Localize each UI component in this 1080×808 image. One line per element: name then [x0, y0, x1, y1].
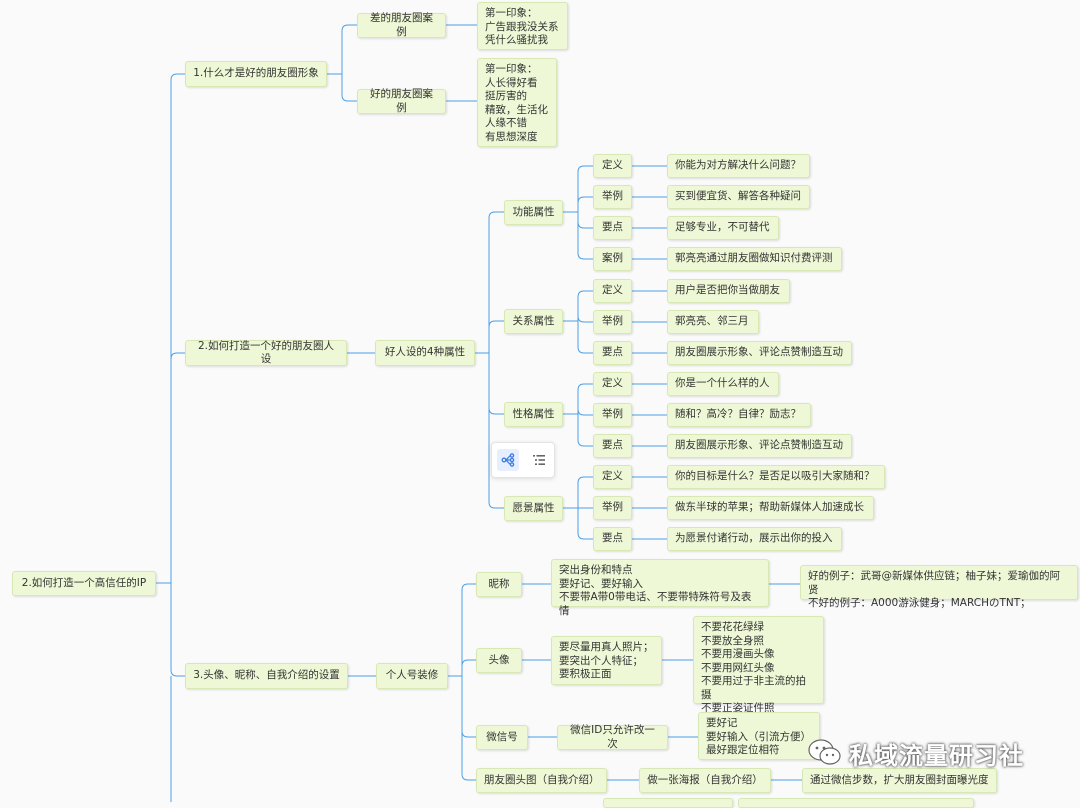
wechat-id-node[interactable]: 微信号 — [476, 725, 528, 750]
avatar-donts[interactable]: 不要花花绿绿 不要放全身照 不要用漫画头像 不要用网红头像 不要用过于非主流的拍… — [693, 616, 824, 714]
rel-example-key[interactable]: 举例 — [593, 310, 632, 334]
wechat-icon — [808, 739, 841, 765]
cover-node[interactable]: 朋友圈头图（自我介绍） — [476, 768, 607, 793]
bad-case-node[interactable]: 差的朋友圈案例 — [357, 12, 446, 38]
func-example-value[interactable]: 买到便宜货、解答各种疑问 — [667, 185, 810, 209]
sec2-node[interactable]: 2.如何打造一个好的朋友圈人设 — [185, 340, 347, 366]
vis-attr-node[interactable]: 愿景属性 — [504, 496, 563, 521]
func-def-value[interactable]: 你能为对方解决什么问题？ — [667, 154, 810, 178]
nickname-detail[interactable]: 突出身份和特点 要好记、要好输入 不要带A带0带电话、不要带特殊符号及表情 — [551, 559, 769, 617]
bad-case-detail[interactable]: 第一印象： 广告跟我没关系 凭什么骚扰我 — [477, 2, 568, 50]
nickname-node[interactable]: 昵称 — [476, 572, 522, 597]
outline-icon[interactable] — [528, 449, 550, 471]
vis-example-value[interactable]: 做东半球的苹果；帮助新媒体人加速成长 — [667, 496, 874, 520]
offscreen-node — [603, 798, 733, 808]
wechat-id-detail[interactable]: 微信ID只允许改一次 — [557, 724, 668, 750]
sec1-node[interactable]: 1.什么才是好的朋友圈形象 — [185, 61, 327, 87]
profile-group-node[interactable]: 个人号装修 — [376, 663, 448, 689]
vis-def-value[interactable]: 你的目标是什么？是否足以吸引大家随和？ — [667, 465, 885, 489]
func-point-value[interactable]: 足够专业，不可替代 — [667, 216, 779, 240]
per-def-value[interactable]: 你是一个什么样的人 — [667, 372, 779, 396]
avatar-node[interactable]: 头像 — [476, 648, 522, 673]
mindmap-icon[interactable] — [496, 449, 519, 471]
rel-def-key[interactable]: 定义 — [593, 279, 632, 303]
cover-tips[interactable]: 通过微信步数，扩大朋友圈封面曝光度 — [802, 768, 997, 793]
nickname-examples[interactable]: 好的例子：武哥@新媒体供应链；柚子妹；爱瑜伽的阿贤 不好的例子：A000游泳健身… — [800, 565, 1078, 609]
vis-example-key[interactable]: 举例 — [593, 496, 632, 520]
rel-attr-node[interactable]: 关系属性 — [504, 309, 563, 334]
attr-group-node[interactable]: 好人设的4种属性 — [375, 340, 475, 366]
rel-point-key[interactable]: 要点 — [593, 341, 632, 365]
per-def-key[interactable]: 定义 — [593, 372, 632, 396]
vis-def-key[interactable]: 定义 — [593, 465, 632, 489]
per-point-key[interactable]: 要点 — [593, 434, 632, 458]
view-toolbar — [491, 442, 555, 478]
offscreen-node — [738, 798, 974, 808]
func-attr-node[interactable]: 功能属性 — [504, 200, 563, 225]
func-point-key[interactable]: 要点 — [593, 216, 632, 240]
good-case-detail[interactable]: 第一印象： 人长得好看 挺厉害的 精致，生活化 人缘不错 有思想深度 — [477, 58, 557, 147]
func-def-key[interactable]: 定义 — [593, 154, 632, 178]
cover-detail[interactable]: 做一张海报（自我介绍） — [639, 768, 771, 793]
func-case-key[interactable]: 案例 — [593, 247, 632, 271]
avatar-detail[interactable]: 要尽量用真人照片； 要突出个人特征； 要积极正面 — [551, 636, 662, 685]
sec3-node[interactable]: 3.头像、昵称、自我介绍的设置 — [185, 663, 348, 689]
rel-example-value[interactable]: 郭亮亮、邻三月 — [667, 310, 759, 334]
func-case-value[interactable]: 郭亮亮通过朋友圈做知识付费评测 — [667, 247, 842, 271]
watermark: 私域流量研习社 — [807, 734, 1024, 772]
root-node[interactable]: 2.如何打造一个高信任的IP — [12, 571, 156, 596]
per-point-value[interactable]: 朋友圈展示形象、评论点赞制造互动 — [667, 434, 852, 458]
rel-def-value[interactable]: 用户是否把你当做朋友 — [667, 279, 790, 303]
vis-point-key[interactable]: 要点 — [593, 527, 632, 551]
watermark-text: 私域流量研习社 — [849, 741, 1024, 770]
rel-point-value[interactable]: 朋友圈展示形象、评论点赞制造互动 — [667, 341, 852, 365]
vis-point-value[interactable]: 为愿景付诸行动，展示出你的投入 — [667, 527, 842, 551]
wechat-id-tips[interactable]: 要好记 要好输入（引流方便） 最好跟定位相符 — [698, 712, 820, 760]
per-example-key[interactable]: 举例 — [593, 403, 632, 427]
per-attr-node[interactable]: 性格属性 — [504, 402, 563, 427]
good-case-node[interactable]: 好的朋友圈案例 — [357, 88, 446, 114]
func-example-key[interactable]: 举例 — [593, 185, 632, 209]
per-example-value[interactable]: 随和？高冷？自律？励志？ — [667, 403, 811, 427]
